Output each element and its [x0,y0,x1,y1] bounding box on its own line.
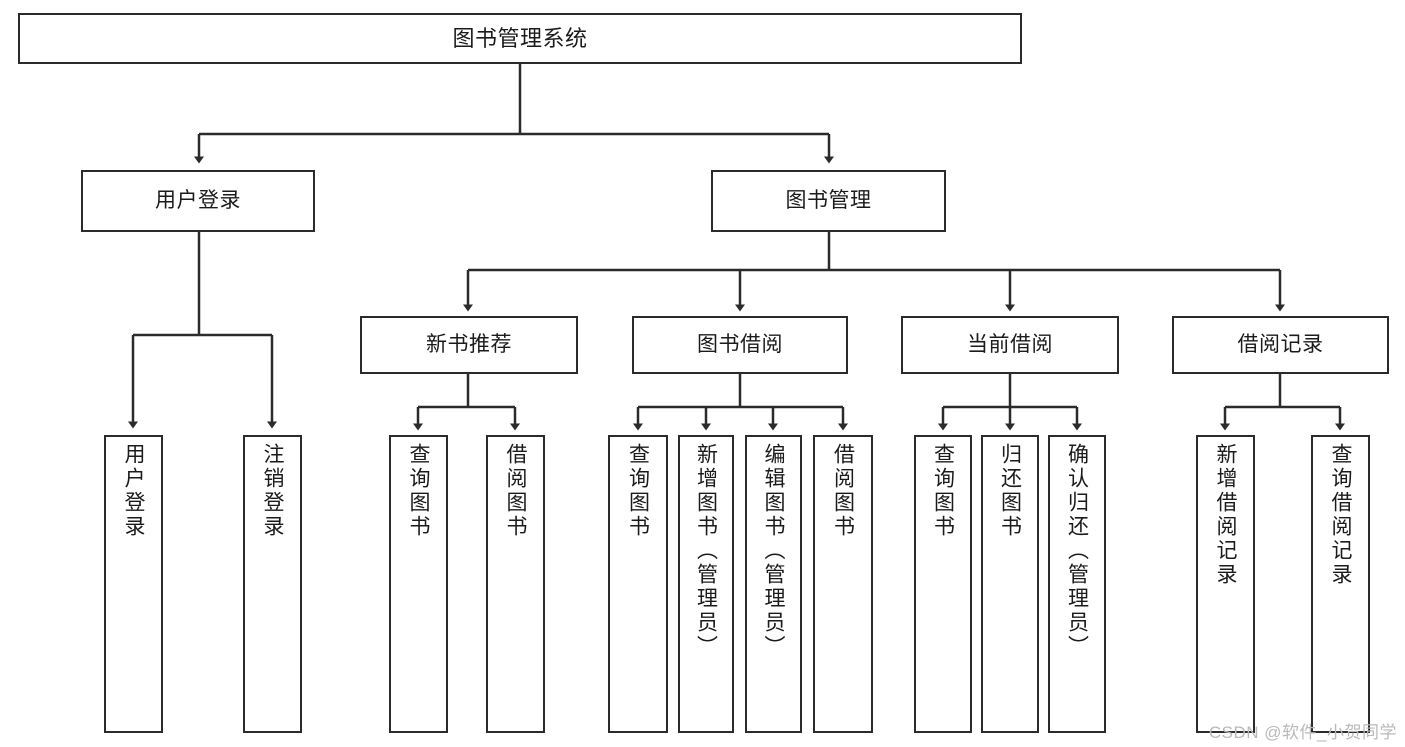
node-label: 新书推荐 [426,332,512,356]
node-label: 新增借阅记录 [1214,443,1237,587]
node-user-login[interactable]: 用户登录 [81,170,315,232]
node-leaf-query-book-1[interactable]: 查询图书 [389,435,448,733]
node-leaf-borrow-book-2[interactable]: 借阅图书 [813,435,873,733]
node-book-manage[interactable]: 图书管理 [711,170,946,232]
node-new-book-recommend[interactable]: 新书推荐 [360,316,578,374]
node-leaf-query-book-2[interactable]: 查询图书 [608,435,668,733]
node-label: 查询图书 [626,443,650,539]
node-leaf-add-record[interactable]: 新增借阅记录 [1196,435,1255,733]
watermark: CSDN @软件_小贺同学 [1208,723,1397,742]
node-leaf-query-record[interactable]: 查询借阅记录 [1311,435,1370,733]
node-label: 确认归还（管理员） [1065,443,1089,659]
node-label: 查询借阅记录 [1329,443,1352,587]
node-label: 借阅记录 [1237,332,1324,356]
node-label: 编辑图书（管理员） [762,443,785,659]
node-book-borrow[interactable]: 图书借阅 [632,316,848,374]
node-current-borrow[interactable]: 当前借阅 [901,316,1119,374]
node-label: 借阅图书 [504,443,527,539]
node-label: 用户登录 [155,188,241,212]
node-borrow-record[interactable]: 借阅记录 [1172,316,1389,374]
node-leaf-confirm-return[interactable]: 确认归还（管理员） [1048,435,1106,733]
node-root-book-management-system[interactable]: 图书管理系统 [18,13,1022,64]
node-leaf-user-logout[interactable]: 注销登录 [243,435,302,733]
node-leaf-add-book[interactable]: 新增图书（管理员） [678,435,734,733]
node-leaf-borrow-book-1[interactable]: 借阅图书 [486,435,545,733]
node-label: 借阅图书 [831,443,855,539]
node-label: 图书管理 [785,188,872,212]
node-label: 查询图书 [931,443,955,539]
node-label: 归还图书 [998,443,1022,539]
node-leaf-edit-book[interactable]: 编辑图书（管理员） [745,435,802,733]
node-label: 用户登录 [122,443,145,539]
node-leaf-query-book-3[interactable]: 查询图书 [914,435,972,733]
node-label: 图书管理系统 [452,25,588,51]
node-label: 当前借阅 [967,332,1053,356]
node-label: 图书借阅 [697,332,783,356]
node-leaf-user-login[interactable]: 用户登录 [104,435,163,733]
node-label: 注销登录 [261,443,284,539]
node-label: 新增图书（管理员） [694,443,718,659]
node-label: 查询图书 [407,443,430,539]
node-leaf-return-book[interactable]: 归还图书 [981,435,1039,733]
